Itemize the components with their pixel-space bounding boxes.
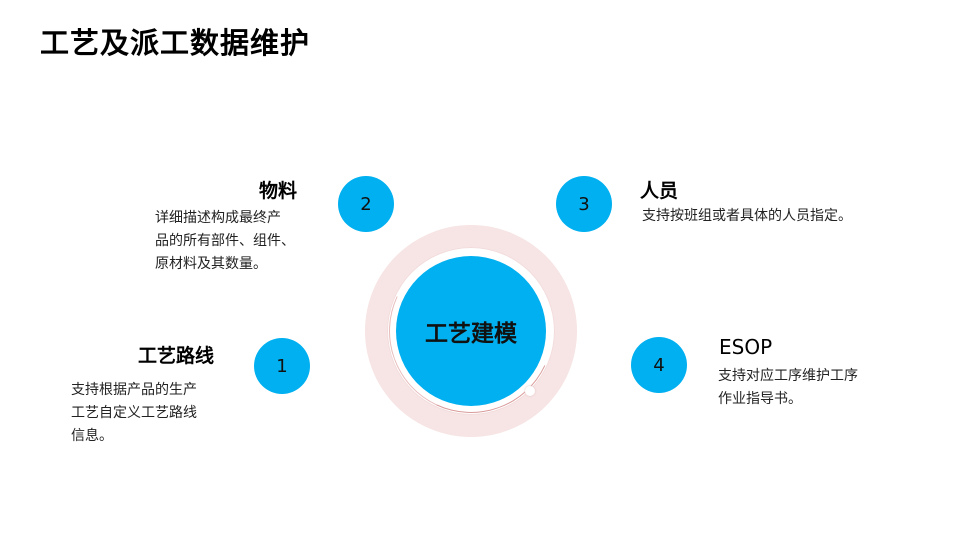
step-1-desc: 支持根据产品的生产 工艺自定义工艺路线 信息。: [71, 379, 197, 448]
step-2-desc: 详细描述构成最终产 品的所有部件、组件、 原材料及其数量。: [155, 207, 295, 276]
step-3-title: 人员: [640, 180, 679, 202]
step-number: 2: [360, 193, 372, 215]
step-4-desc: 支持对应工序维护工序 作业指导书。: [718, 365, 858, 411]
desc-line: 原材料及其数量。: [155, 256, 267, 272]
center-circle: 工艺建模: [396, 256, 546, 406]
center-label: 工艺建模: [425, 321, 517, 347]
step-3-desc: 支持按班组或者具体的人员指定。: [642, 205, 852, 228]
desc-line: 支持对应工序维护工序: [718, 368, 858, 384]
page-title: 工艺及派工数据维护: [40, 26, 311, 60]
step-number: 1: [276, 355, 288, 377]
desc-line: 作业指导书。: [718, 391, 802, 407]
step-1-title: 工艺路线: [138, 345, 215, 367]
desc-line: 品的所有部件、组件、: [155, 233, 295, 249]
step-4-badge: 4: [631, 337, 687, 393]
desc-line: 支持按班组或者具体的人员指定。: [642, 208, 852, 224]
step-2-title: 物料: [259, 180, 298, 202]
desc-line: 工艺自定义工艺路线: [71, 405, 197, 421]
desc-line: 信息。: [71, 428, 113, 444]
step-2-badge: 2: [338, 176, 394, 232]
step-1-badge: 1: [254, 338, 310, 394]
arc-end-dot: [525, 386, 535, 396]
step-3-badge: 3: [556, 176, 612, 232]
step-number: 3: [578, 193, 590, 215]
step-4-title: ESOP: [719, 335, 773, 359]
desc-line: 支持根据产品的生产: [71, 382, 197, 398]
step-number: 4: [653, 354, 665, 376]
desc-line: 详细描述构成最终产: [155, 210, 281, 226]
